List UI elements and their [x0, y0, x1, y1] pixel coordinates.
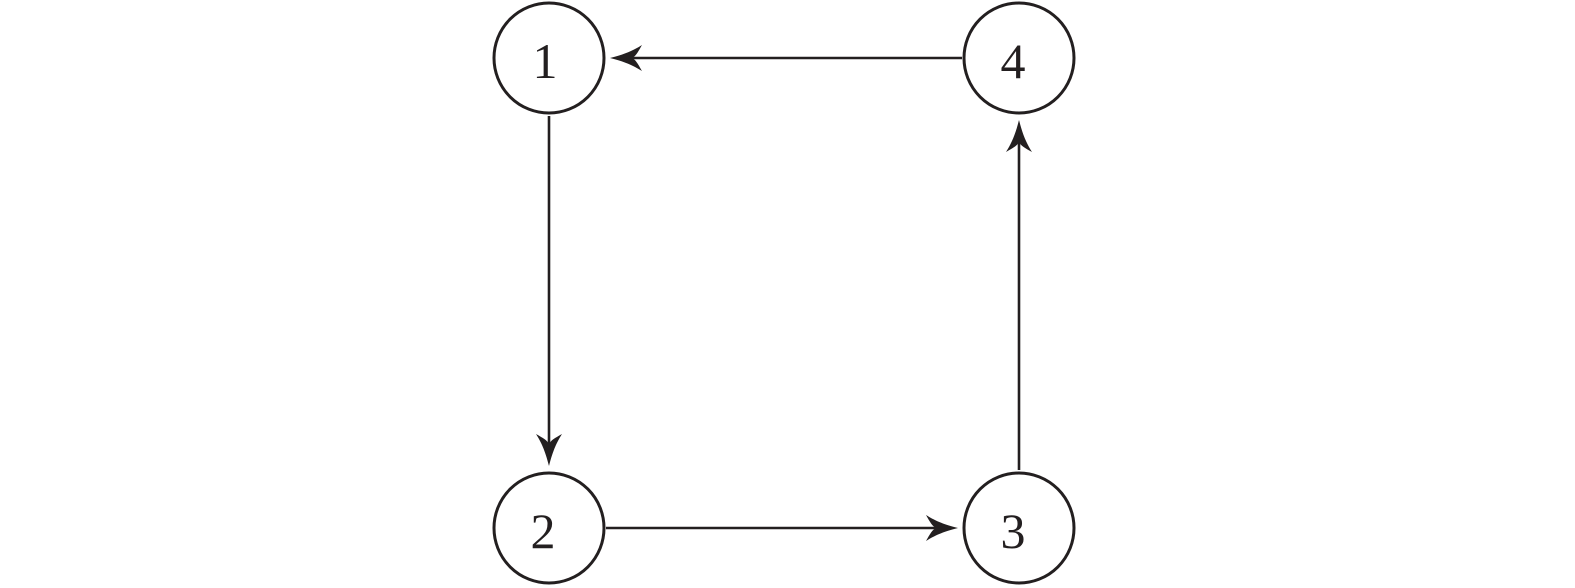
edge-2-to-3-arrowhead [926, 515, 958, 541]
node-1: 1 [492, 1, 606, 115]
edge-2-to-3 [606, 515, 958, 541]
node-2-circle [492, 471, 606, 585]
node-3-label: 3 [1001, 503, 1026, 559]
edge-4-to-1-arrowhead [610, 45, 642, 71]
node-2: 2 [492, 471, 606, 585]
node-3: 3 [962, 471, 1076, 585]
edges [536, 45, 1032, 541]
edge-3-to-4 [1006, 120, 1032, 470]
edge-4-to-1 [610, 45, 962, 71]
node-1-label: 1 [533, 33, 558, 89]
edge-1-to-2 [536, 116, 562, 466]
edge-3-to-4-arrowhead [1006, 120, 1032, 152]
node-1-circle [492, 1, 606, 115]
node-3-circle [962, 471, 1076, 585]
nodes: 1 2 3 4 [492, 1, 1076, 585]
node-2-label: 2 [531, 503, 556, 559]
node-4: 4 [962, 1, 1076, 115]
edge-1-to-2-arrowhead [536, 434, 562, 466]
node-4-circle [962, 1, 1076, 115]
node-4-label: 4 [1001, 33, 1026, 89]
